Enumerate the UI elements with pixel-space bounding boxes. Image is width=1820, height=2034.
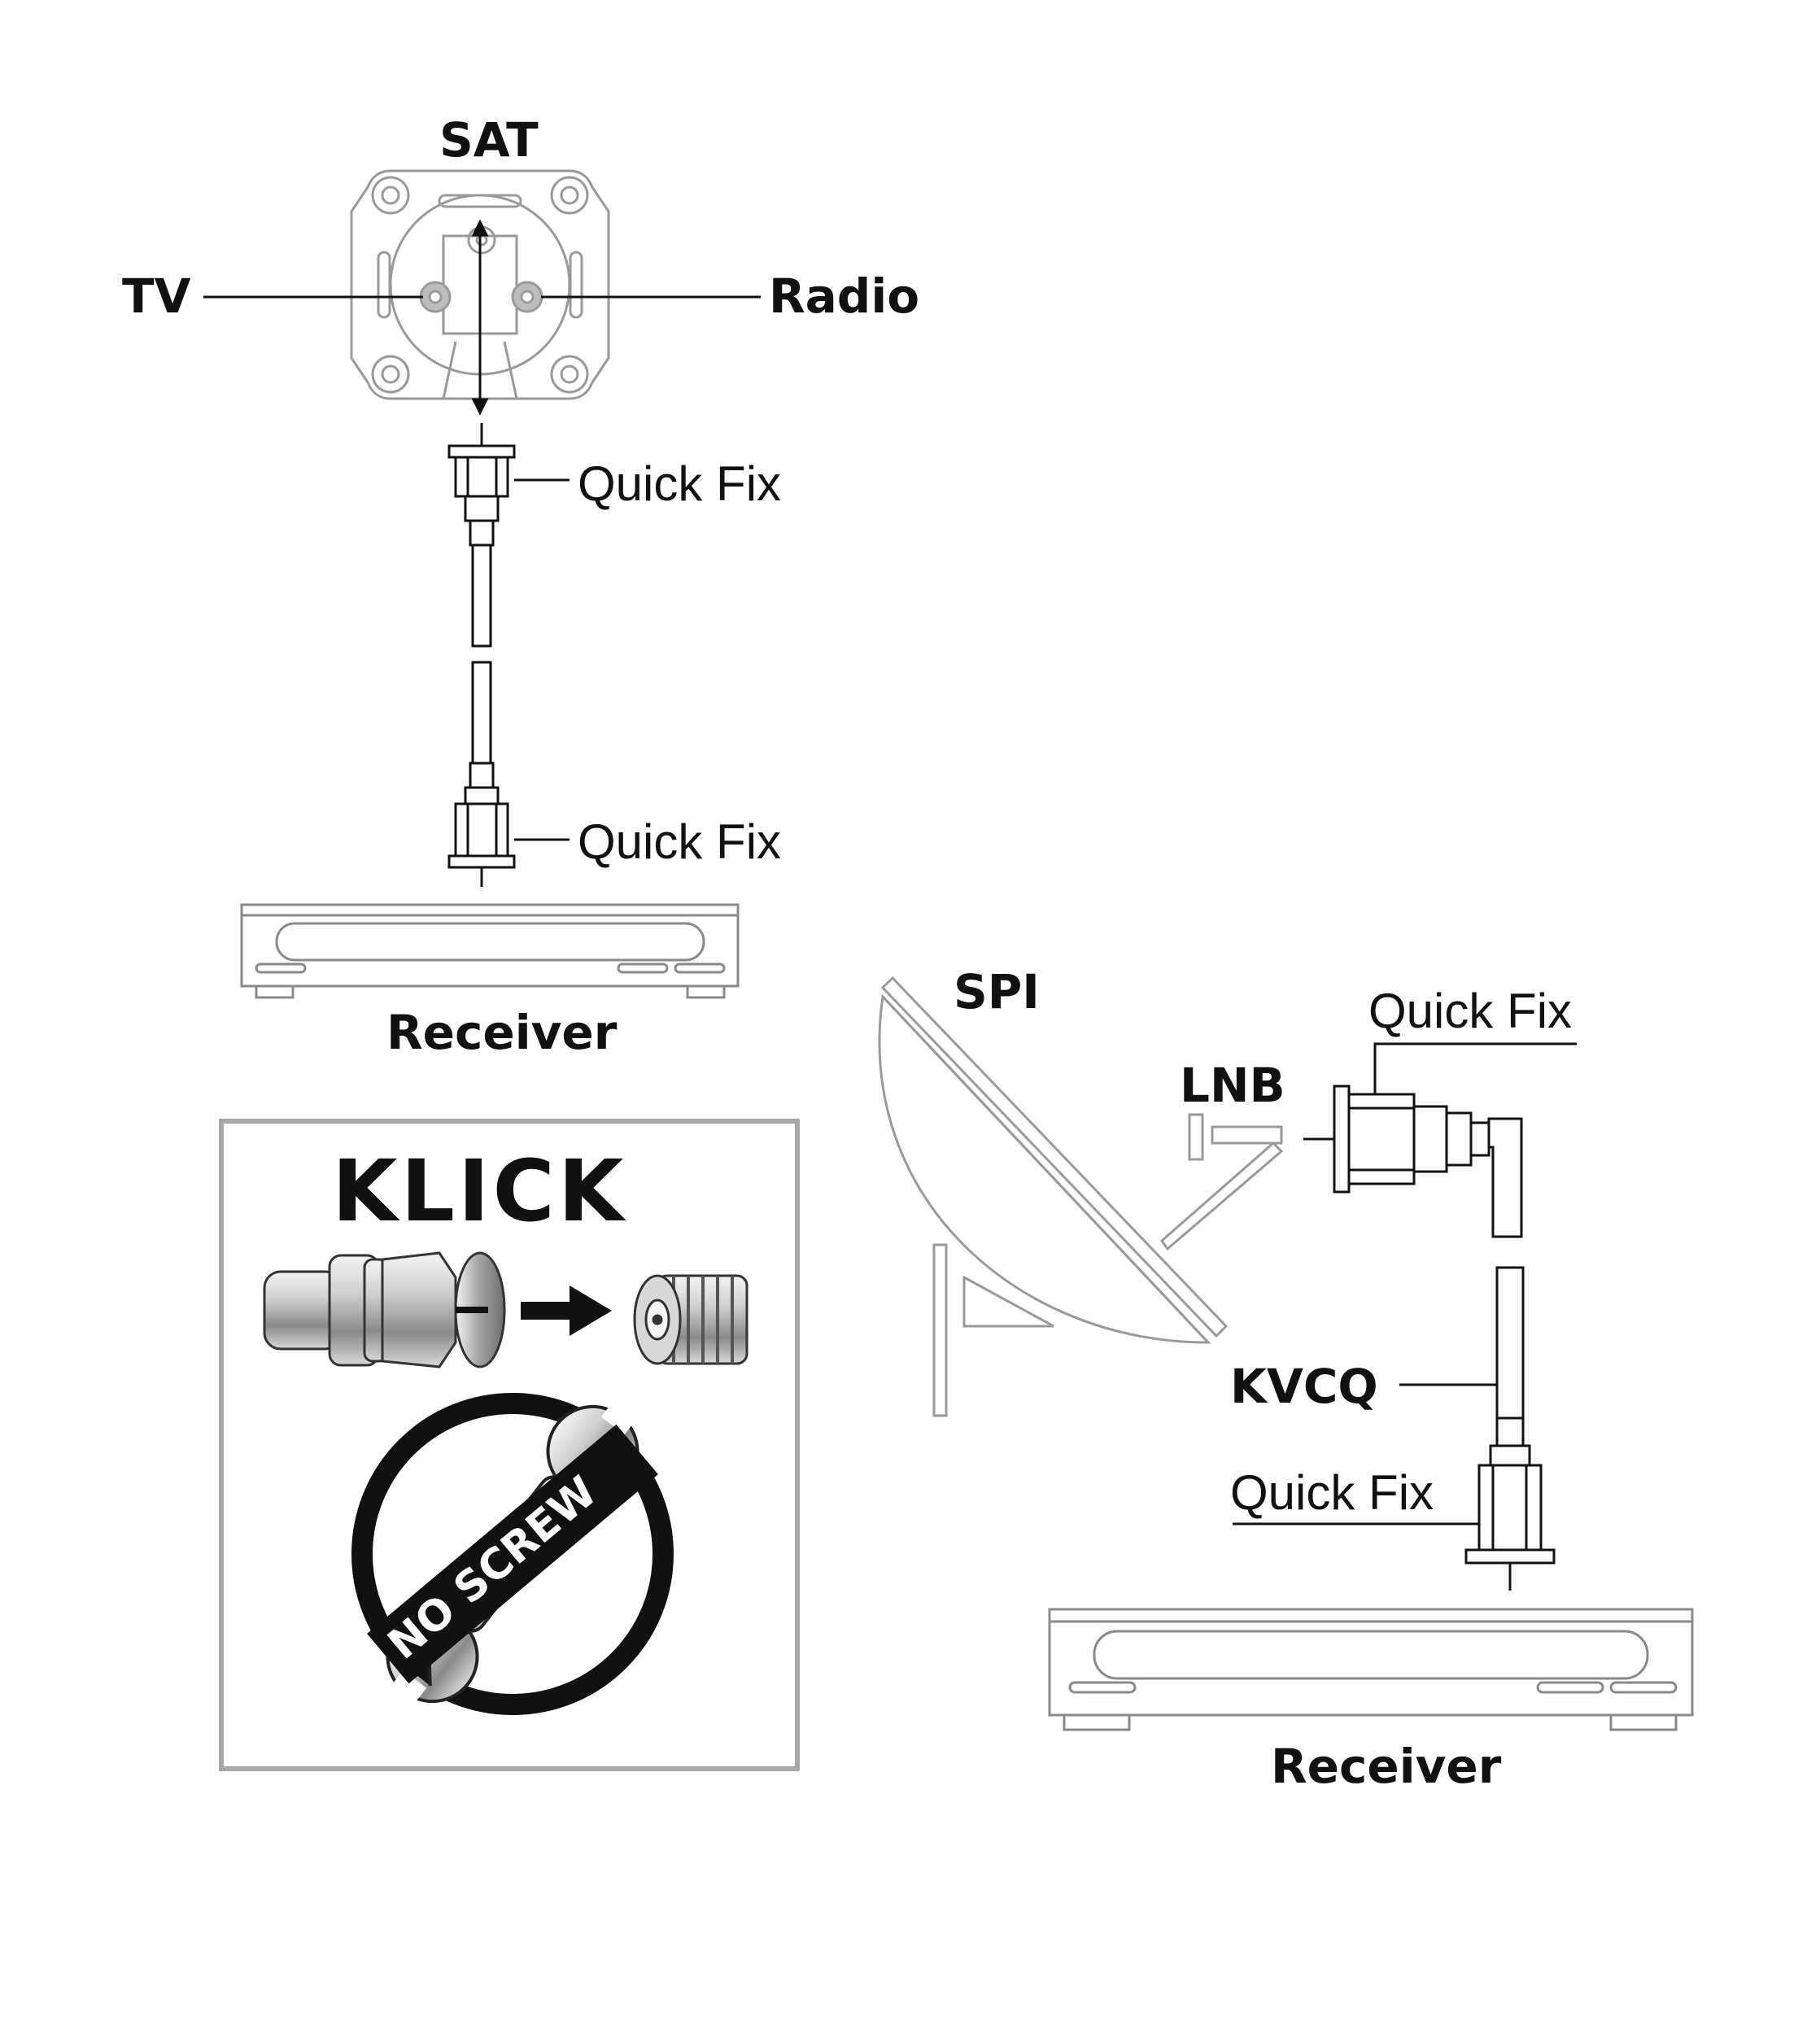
quick-fix-label-lnb: Quick Fix (1368, 984, 1573, 1038)
quick-fix-connector-lower (447, 762, 516, 887)
quick-fix-label-upper: Quick Fix (578, 456, 782, 511)
coax-cable-upper (471, 543, 492, 765)
klick-arrow (521, 1285, 612, 1336)
quick-fix-connector-upper (447, 423, 516, 547)
coax-cable-kvcq (1495, 1266, 1525, 1420)
no-screw-sign (351, 1390, 674, 1715)
sat-pointer-lines (203, 219, 761, 416)
quick-fix-connector-lnb (1303, 1085, 1523, 1238)
receiver-label-right: Receiver (1271, 1739, 1502, 1794)
sat-label: SAT (439, 112, 539, 168)
coax-socket-illustration (633, 1274, 749, 1365)
spi-label: SPI (954, 964, 1040, 1019)
satellite-dish (878, 976, 1284, 1417)
quick-fix-leader-lnb (1373, 1042, 1577, 1094)
kvcq-label: KVCQ (1230, 1359, 1378, 1414)
radio-label: Radio (769, 268, 920, 324)
quick-fix-label-right: Quick Fix (1230, 1465, 1434, 1520)
tv-label: TV (122, 268, 191, 324)
receiver-box-left (240, 903, 740, 999)
quick-fix-connector-right (1464, 1416, 1556, 1591)
receiver-label-left: Receiver (386, 1005, 618, 1060)
receiver-box-right (1048, 1608, 1694, 1731)
lnb-label: LNB (1180, 1058, 1285, 1113)
klick-panel (219, 1119, 800, 1771)
klick-label: KLICK (332, 1141, 627, 1241)
quick-fix-label-lower: Quick Fix (578, 814, 782, 869)
coax-plug-illustration (263, 1251, 506, 1368)
